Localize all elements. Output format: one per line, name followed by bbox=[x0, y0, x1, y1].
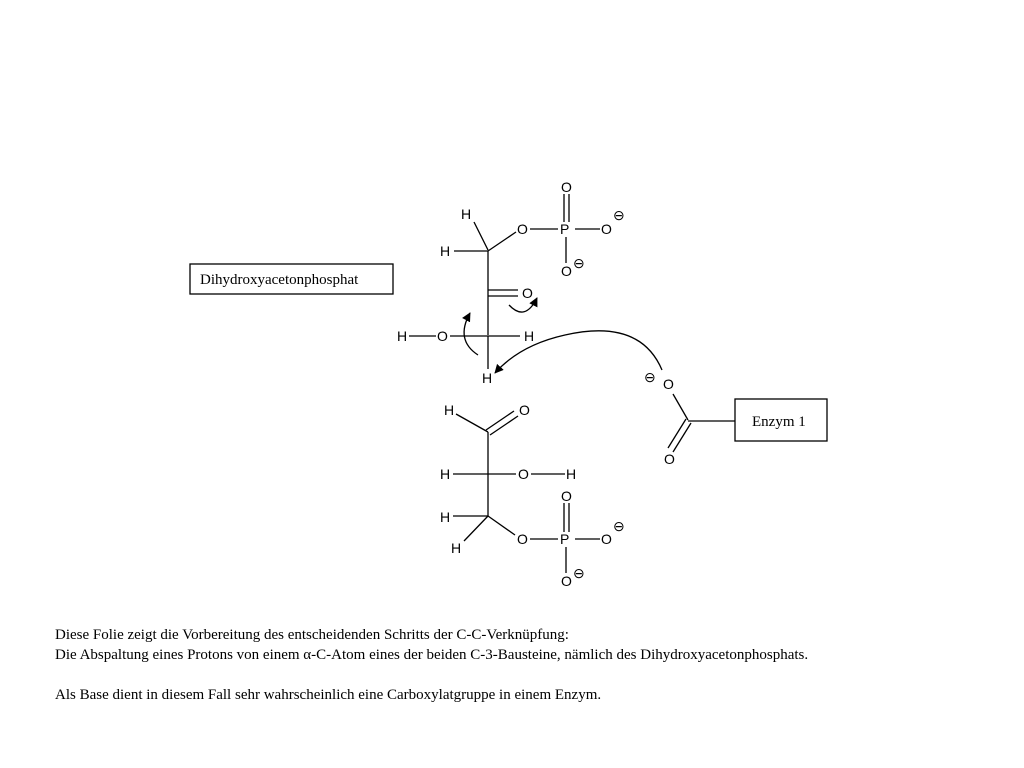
atom-h: H bbox=[444, 402, 454, 418]
atom-o: O bbox=[518, 466, 529, 482]
enzyme-label-text: Enzym 1 bbox=[752, 414, 806, 430]
atom-o: O bbox=[519, 402, 530, 418]
negative-charge-icon: ⊖ bbox=[573, 565, 585, 581]
atom-o: O bbox=[561, 488, 572, 504]
carboxylate-group: ⊖ O O bbox=[494, 330, 735, 467]
atom-o: O bbox=[601, 531, 612, 547]
compound-label: Dihydroxyacetonphosphat bbox=[189, 263, 394, 295]
negative-charge-icon: ⊖ bbox=[613, 518, 625, 534]
compound-label-text: Dihydroxyacetonphosphat bbox=[200, 272, 359, 288]
electron-shift-arrow bbox=[462, 312, 479, 356]
atom-h: H bbox=[397, 328, 407, 344]
bond bbox=[473, 221, 489, 251]
bond bbox=[489, 415, 519, 436]
atom-o: O bbox=[522, 285, 533, 301]
atom-h: H bbox=[482, 370, 492, 386]
caption-line: Diese Folie zeigt die Vorbereitung des e… bbox=[55, 627, 569, 643]
atom-h: H bbox=[440, 466, 450, 482]
bond bbox=[667, 418, 687, 449]
bond bbox=[487, 515, 516, 536]
atom-o: O bbox=[561, 263, 572, 279]
negative-charge-icon: ⊖ bbox=[573, 255, 585, 271]
dihydroxyacetonphosphate-structure: H H O P O O ⊖ O ⊖ O H O H H bbox=[397, 179, 625, 386]
atom-h: H bbox=[440, 509, 450, 525]
caption-spacer bbox=[55, 665, 995, 685]
atom-o: O bbox=[437, 328, 448, 344]
slide-caption: Diese Folie zeigt die Vorbereitung des e… bbox=[55, 625, 995, 705]
bond bbox=[487, 231, 517, 252]
bond bbox=[455, 413, 489, 433]
atom-o: O bbox=[517, 531, 528, 547]
atom-o: O bbox=[561, 179, 572, 195]
bond bbox=[672, 422, 692, 453]
atom-p: P bbox=[560, 531, 569, 547]
atom-o: O bbox=[561, 573, 572, 589]
atom-p: P bbox=[560, 221, 569, 237]
bond bbox=[463, 515, 489, 542]
product-structure: H O H O H H H O P O O ⊖ O ⊖ bbox=[440, 402, 625, 589]
atom-o: O bbox=[663, 376, 674, 392]
atom-h: H bbox=[440, 243, 450, 259]
atom-h: H bbox=[524, 328, 534, 344]
atom-o: O bbox=[517, 221, 528, 237]
negative-charge-icon: ⊖ bbox=[644, 369, 656, 385]
proton-abstraction-arrow bbox=[494, 330, 663, 374]
atom-h: H bbox=[461, 206, 471, 222]
atom-h: H bbox=[566, 466, 576, 482]
atom-h: H bbox=[451, 540, 461, 556]
bond bbox=[485, 410, 515, 431]
caption-line: Als Base dient in diesem Fall sehr wahrs… bbox=[55, 687, 602, 703]
atom-o: O bbox=[664, 451, 675, 467]
enzyme-box: Enzym 1 bbox=[734, 398, 828, 442]
electron-shift-arrow bbox=[508, 297, 538, 313]
atom-o: O bbox=[601, 221, 612, 237]
bond bbox=[672, 393, 689, 421]
caption-line: Die Abspaltung eines Protons von einem α… bbox=[55, 647, 809, 663]
negative-charge-icon: ⊖ bbox=[613, 207, 625, 223]
